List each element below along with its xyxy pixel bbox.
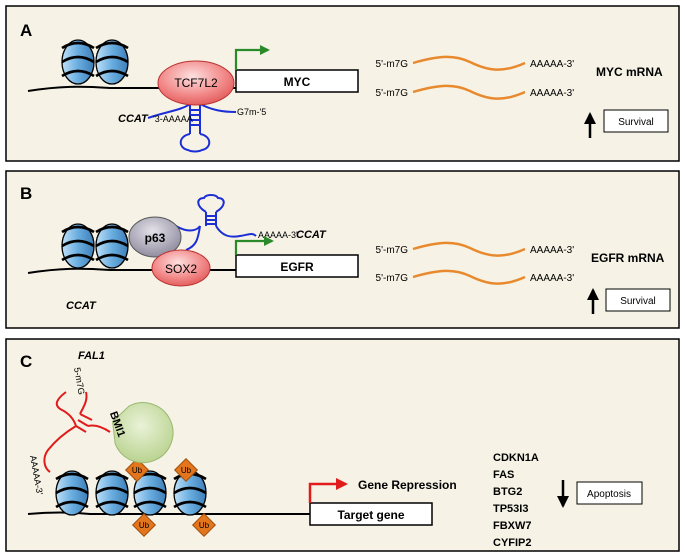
tcf7l2-label: TCF7L2 xyxy=(174,76,218,90)
lnc-3-end: AAAAA-3' xyxy=(258,230,298,240)
ccat-label: CCAT xyxy=(118,113,149,125)
egfr-gene-box xyxy=(235,254,359,278)
mrna-5-cap: 5'-m7G xyxy=(376,273,409,284)
bmi1-complex xyxy=(112,402,174,464)
fal1-label: FAL1 xyxy=(78,350,105,362)
panel-b-letter: B xyxy=(20,184,32,203)
target-gene-box xyxy=(309,502,433,526)
sox2-factor xyxy=(151,249,211,287)
tcf7l2-factor xyxy=(157,60,235,106)
repression-arrow xyxy=(308,478,348,503)
myc-gene-label: MYC xyxy=(284,75,311,89)
lnc-5-end: G7m-'5 xyxy=(237,107,266,117)
lnc-3-end: '3-AAAAA xyxy=(153,114,193,124)
mrna-5-cap: 5'-m7G xyxy=(376,245,409,256)
ccat-label: CCAT xyxy=(296,229,327,241)
panel-b: B p63 SOX2 AAAAA-3' CCAT CCAT EGFR xyxy=(5,170,680,329)
target-gene-list: CDKN1A FAS BTG2 TP53I3 FBXW7 CYFIP2 xyxy=(493,452,539,549)
mrna-5-cap: 5'-m7G xyxy=(376,59,409,70)
myc-mrna-label: MYC mRNA xyxy=(596,65,663,79)
gene-repression-label: Gene Repression xyxy=(358,478,457,492)
panel-a: A TCF7L2 CCAT '3-AAAAA G7m-'5 MYC xyxy=(5,5,680,162)
survival-label: Survival xyxy=(618,117,654,128)
panel-a-letter: A xyxy=(20,21,32,40)
sox2-label: SOX2 xyxy=(165,262,197,276)
mrna-poly-a: AAAAA-3' xyxy=(530,273,574,284)
ubiquitin-marks: Ub Ub Ub Ub xyxy=(124,457,217,538)
myc-gene-box xyxy=(235,69,359,93)
survival-box xyxy=(605,288,671,312)
mrna-poly-a: AAAAA-3' xyxy=(530,59,574,70)
survival-box xyxy=(603,109,669,133)
panel-c-letter: C xyxy=(20,352,32,371)
fal1-5-end: 5-m7G xyxy=(72,367,87,396)
gene-list-item: CDKN1A xyxy=(493,452,539,464)
egfr-mrna-label: EGFR mRNA xyxy=(591,251,665,265)
apoptosis-box xyxy=(576,481,643,505)
dna-strand xyxy=(27,85,236,92)
mrna-poly-a: AAAAA-3' xyxy=(530,88,574,99)
dna-strand xyxy=(27,267,236,274)
mrna-5-cap: 5'-m7G xyxy=(376,88,409,99)
p63-label: p63 xyxy=(145,231,166,245)
gene-list-item: BTG2 xyxy=(493,486,522,498)
survival-label: Survival xyxy=(620,296,656,307)
panel-c: C Ub Ub Ub Ub BMI1 FAL1 5-m7G AAA xyxy=(5,338,680,552)
gene-list-item: FBXW7 xyxy=(493,520,532,532)
p63-factor xyxy=(128,216,182,258)
mrna-poly-a: AAAAA-3' xyxy=(530,245,574,256)
egfr-gene-label: EGFR xyxy=(280,260,314,274)
gene-list-item: FAS xyxy=(493,469,514,481)
ub-label: Ub xyxy=(132,466,143,475)
ub-label: Ub xyxy=(139,521,150,530)
ub-label: Ub xyxy=(199,521,210,530)
gene-list-item: TP53I3 xyxy=(493,503,528,515)
target-gene-label: Target gene xyxy=(337,508,404,522)
lncrna-ccat xyxy=(147,103,237,153)
myc-mrna xyxy=(412,55,526,100)
transcription-arrow xyxy=(234,236,274,255)
lncrna-ccat xyxy=(175,194,257,251)
gene-list-item: CYFIP2 xyxy=(493,537,532,549)
transcription-arrow xyxy=(234,45,270,70)
ccat-label-bottom: CCAT xyxy=(66,300,97,312)
lncrna-fal1 xyxy=(43,391,111,473)
ub-label: Ub xyxy=(181,466,192,475)
egfr-mrna xyxy=(412,241,526,285)
apoptosis-label: Apoptosis xyxy=(587,489,631,500)
